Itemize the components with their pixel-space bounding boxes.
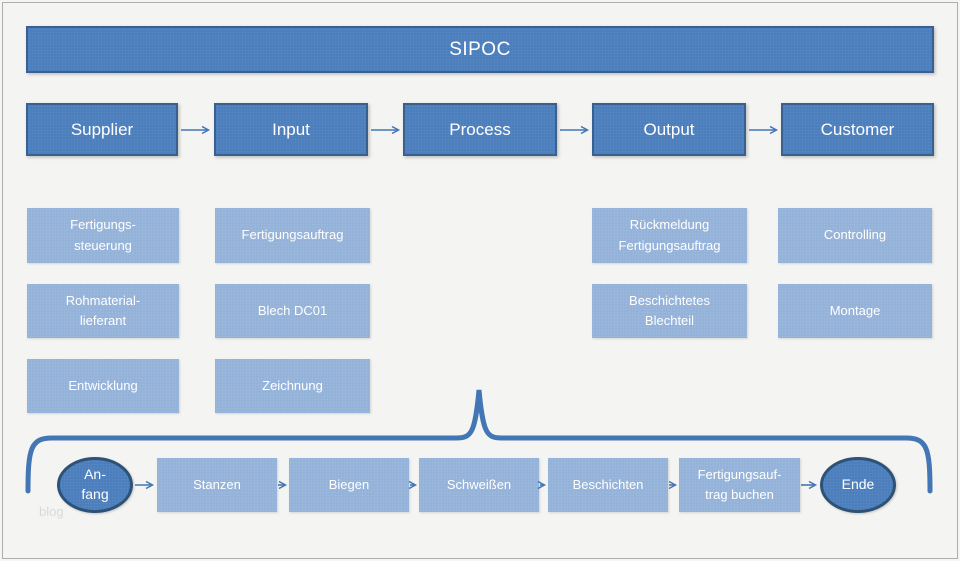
input-item: Blech DC01	[215, 284, 370, 338]
customer-item: Montage	[778, 284, 932, 338]
column-header-output: Output	[592, 103, 746, 156]
process-end-ellipse: Ende	[820, 457, 896, 513]
process-step: Beschichten	[548, 458, 668, 512]
process-step: Fertigungsauf- trag buchen	[679, 458, 800, 512]
input-item: Fertigungsauftrag	[215, 208, 370, 263]
process-start-ellipse: An- fang	[57, 457, 133, 513]
input-item: Zeichnung	[215, 359, 370, 413]
column-header-customer: Customer	[781, 103, 934, 156]
column-header-process: Process	[403, 103, 557, 156]
column-header-supplier: Supplier	[26, 103, 178, 156]
process-step: Biegen	[289, 458, 409, 512]
output-item: Beschichtetes Blechteil	[592, 284, 747, 338]
diagram-title: SIPOC	[26, 26, 934, 73]
supplier-item: Fertigungs- steuerung	[27, 208, 179, 263]
blog-watermark: blog	[39, 504, 64, 519]
supplier-item: Entwicklung	[27, 359, 179, 413]
output-item: Rückmeldung Fertigungsauftrag	[592, 208, 747, 263]
process-step: Schweißen	[419, 458, 539, 512]
customer-item: Controlling	[778, 208, 932, 263]
process-step: Stanzen	[157, 458, 277, 512]
supplier-item: Rohmaterial- lieferant	[27, 284, 179, 338]
column-header-input: Input	[214, 103, 368, 156]
